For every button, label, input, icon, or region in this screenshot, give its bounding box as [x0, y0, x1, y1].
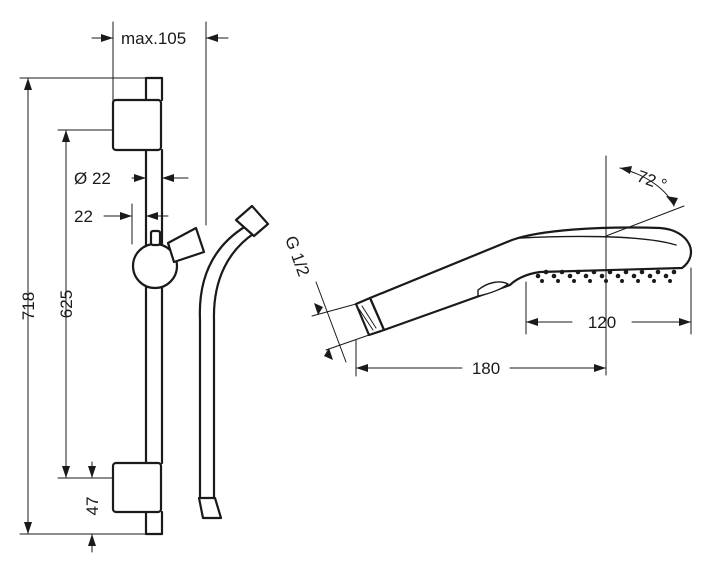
shower-hose-outer [198, 224, 248, 502]
dim-overall-height: 718 [19, 292, 38, 320]
hand-shower [354, 226, 693, 337]
spray-nozzles [535, 269, 677, 283]
dim-handle-length: 180 [472, 359, 500, 378]
dim-bracket: 22 [74, 207, 93, 226]
shower-hose-inner [212, 230, 258, 502]
dim-bottom-offset: 47 [83, 497, 102, 516]
shower-rail-assembly [111, 76, 270, 536]
hose-connector-top [234, 204, 270, 238]
mode-button [477, 281, 509, 297]
hand-shower-head-top [519, 235, 677, 246]
shower-holder [166, 226, 206, 264]
rail-upper [144, 76, 164, 102]
dim-slide-height: 625 [57, 290, 76, 318]
dim-max-offset: max.105 [121, 29, 186, 48]
left-dimensions [19, 21, 229, 553]
hose-connector-bottom [197, 496, 223, 520]
upper-wall-holder [111, 98, 163, 152]
dim-angle: 72 ° [634, 167, 669, 195]
dim-thread: G 1/2 [281, 233, 313, 279]
dim-head-width: 120 [588, 313, 616, 332]
rail-bottom [144, 510, 164, 536]
dim-diameter: Ø 22 [74, 169, 111, 188]
hand-shower-handle [368, 226, 693, 332]
right-dimensions [311, 155, 692, 377]
rail-body [144, 148, 164, 465]
slider-knob-cap [149, 229, 162, 247]
lower-wall-holder [111, 461, 163, 514]
